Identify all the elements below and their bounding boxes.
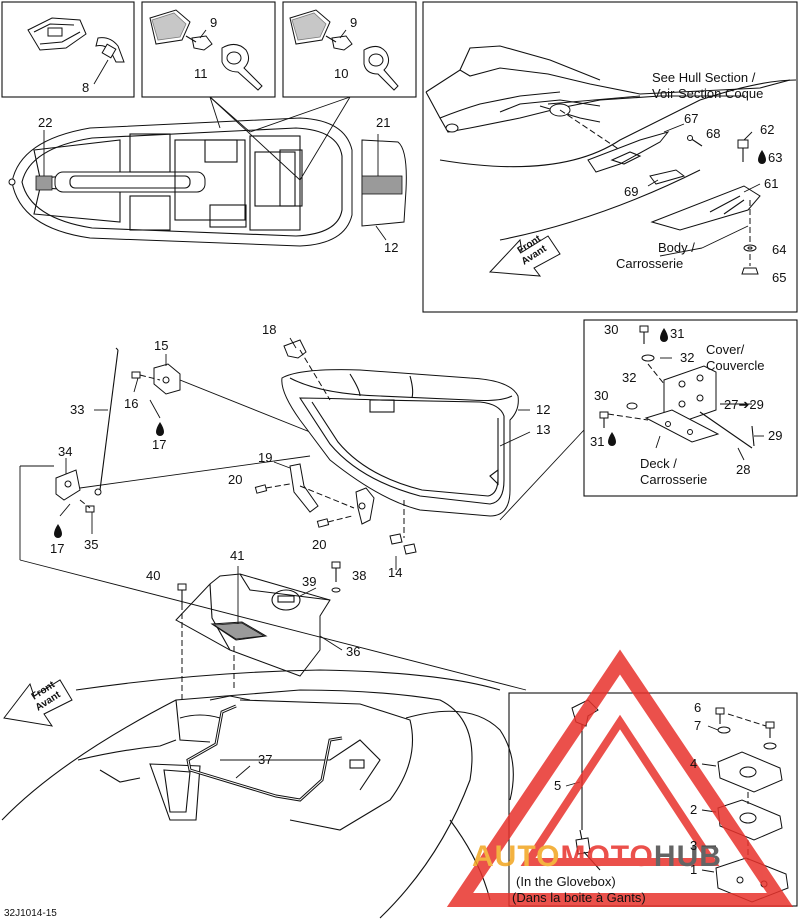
callout-62: 62 bbox=[760, 122, 774, 137]
callout-20-a: 20 bbox=[228, 472, 242, 487]
hull-section-box bbox=[422, 1, 798, 313]
hull-section-drawing bbox=[425, 45, 797, 275]
note-body-line-2: Carrosserie bbox=[616, 256, 683, 271]
callout-9-b: 9 bbox=[350, 15, 357, 30]
callout-29: 29 bbox=[768, 428, 782, 443]
callout-18: 18 bbox=[262, 322, 276, 337]
clip-detail-9-10 bbox=[289, 9, 399, 91]
clip-detail-9-11 bbox=[149, 9, 263, 91]
callout-31-b: 31 bbox=[590, 434, 604, 449]
callout-22: 22 bbox=[38, 115, 52, 130]
glovebox-lid bbox=[254, 337, 585, 570]
hinge-detail bbox=[599, 325, 764, 461]
callout-14: 14 bbox=[388, 565, 402, 580]
watermark-text: AUTOMOTOHUB bbox=[472, 840, 722, 873]
section-notes: See Hull Section / Voir Section Coque Bo… bbox=[4, 70, 765, 919]
callout-34: 34 bbox=[58, 444, 72, 459]
strut-and-hinges bbox=[54, 347, 331, 538]
callout-27-29: 27➔29 bbox=[724, 397, 764, 412]
callout-61: 61 bbox=[764, 176, 778, 191]
cover-deck-box bbox=[583, 319, 798, 497]
detail-box-8 bbox=[1, 1, 135, 98]
callout-68: 68 bbox=[706, 126, 720, 141]
callout-31-a: 31 bbox=[670, 326, 684, 341]
callout-37: 37 bbox=[258, 752, 272, 767]
callout-69: 69 bbox=[624, 184, 638, 199]
callout-17-a: 17 bbox=[152, 437, 166, 452]
note-cover-line-2: Couvercle bbox=[706, 358, 765, 373]
watermark-triangle-outer bbox=[446, 649, 794, 907]
callout-67: 67 bbox=[684, 111, 698, 126]
callout-63: 63 bbox=[768, 150, 782, 165]
note-hull-line-2: Voir Section Coque bbox=[652, 86, 763, 101]
callout-35: 35 bbox=[84, 537, 98, 552]
callout-32-a: 32 bbox=[680, 350, 694, 365]
note-hull-line-1: See Hull Section / bbox=[652, 70, 756, 85]
note-deck-line-2: Carrosserie bbox=[640, 472, 707, 487]
callout-5: 5 bbox=[554, 778, 561, 793]
callout-28: 28 bbox=[736, 462, 750, 477]
note-glovebox-line-2: (Dans la boite à Gants) bbox=[512, 890, 646, 905]
callout-12-b: 12 bbox=[536, 402, 550, 417]
note-body-line-1: Body / bbox=[658, 240, 695, 255]
diagram-code: 32J1014-15 bbox=[4, 908, 57, 919]
callout-12-a: 12 bbox=[384, 240, 398, 255]
callout-11: 11 bbox=[194, 66, 208, 81]
callout-33: 33 bbox=[70, 402, 84, 417]
callout-21: 21 bbox=[376, 115, 390, 130]
callout-4: 4 bbox=[690, 756, 697, 771]
callout-65: 65 bbox=[772, 270, 786, 285]
note-glovebox-line-1: (In the Glovebox) bbox=[516, 874, 616, 889]
front-arrow-bottom: Front Avant bbox=[3, 679, 73, 727]
clip-detail-8 bbox=[27, 17, 125, 85]
callout-16: 16 bbox=[124, 396, 138, 411]
note-deck-line-1: Deck / bbox=[640, 456, 677, 471]
callout-13: 13 bbox=[536, 422, 550, 437]
callout-38: 38 bbox=[352, 568, 366, 583]
callouts: 8 9 11 9 10 22 21 12 67 68 62 63 69 61 6… bbox=[38, 15, 786, 877]
callout-10: 10 bbox=[334, 66, 348, 81]
glovebox-tray bbox=[19, 465, 527, 700]
callout-19: 19 bbox=[258, 450, 272, 465]
callout-30-b: 30 bbox=[594, 388, 608, 403]
callout-20-b: 20 bbox=[312, 537, 326, 552]
callout-3: 3 bbox=[690, 838, 697, 853]
automotohub-watermark: AUTOMOTOHUB bbox=[446, 649, 794, 907]
callout-17-b: 17 bbox=[50, 541, 64, 556]
callout-32-b: 32 bbox=[622, 370, 636, 385]
watermark-triangle-inner bbox=[520, 714, 720, 866]
boat-top-view bbox=[8, 96, 353, 247]
callout-7: 7 bbox=[694, 718, 701, 733]
callout-8: 8 bbox=[82, 80, 89, 95]
callout-15: 15 bbox=[154, 338, 168, 353]
callout-6: 6 bbox=[694, 700, 701, 715]
deck-lower bbox=[1, 669, 514, 919]
callout-39: 39 bbox=[302, 574, 316, 589]
callout-2: 2 bbox=[690, 802, 697, 817]
side-panel-21 bbox=[361, 134, 407, 241]
callout-64: 64 bbox=[772, 242, 786, 257]
callout-41: 41 bbox=[230, 548, 244, 563]
callout-36: 36 bbox=[346, 644, 360, 659]
callout-40: 40 bbox=[146, 568, 160, 583]
callout-1: 1 bbox=[690, 862, 697, 877]
detail-box-9-11 bbox=[141, 1, 276, 98]
callout-30-a: 30 bbox=[604, 322, 618, 337]
callout-9-a: 9 bbox=[210, 15, 217, 30]
note-cover-line-1: Cover/ bbox=[706, 342, 745, 357]
